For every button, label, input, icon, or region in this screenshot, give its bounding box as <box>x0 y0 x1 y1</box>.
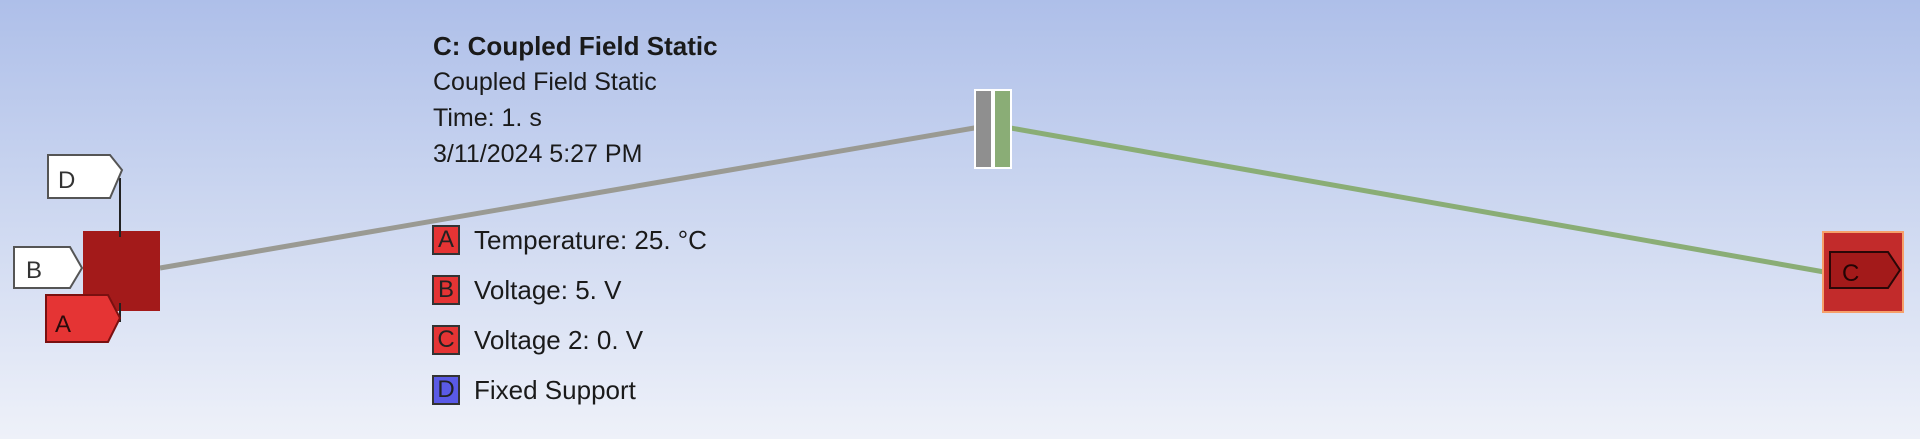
green-line-segment <box>1004 124 1831 276</box>
legend-text-a: Temperature: 25. °C <box>474 224 707 255</box>
legend-badge-d: D <box>432 375 460 405</box>
analysis-date: 3/11/2024 5:27 PM <box>433 140 643 168</box>
gray-line-segment <box>159 124 981 271</box>
tag-d-left[interactable]: D <box>47 154 124 199</box>
legend-badge-c: C <box>432 325 460 355</box>
legend-text-d: Fixed Support <box>474 374 636 405</box>
tag-b-left[interactable]: B <box>13 246 84 289</box>
legend-item-b[interactable]: B Voltage: 5. V <box>432 272 707 308</box>
analysis-type: Coupled Field Static <box>433 68 657 96</box>
legend-badge-b: B <box>432 275 460 305</box>
legend-text-c: Voltage 2: 0. V <box>474 324 644 355</box>
junction-connector[interactable] <box>974 89 1012 169</box>
tag-c-right[interactable]: C <box>1829 251 1902 289</box>
legend-badge-a: A <box>432 225 460 255</box>
legend-item-c[interactable]: C Voltage 2: 0. V <box>432 322 707 358</box>
analysis-time: Time: 1. s <box>433 104 542 132</box>
boundary-condition-legend: A Temperature: 25. °C B Voltage: 5. V C … <box>432 222 707 422</box>
tag-c-right-label: C <box>1842 260 1859 287</box>
legend-text-b: Voltage: 5. V <box>474 274 622 305</box>
analysis-info-block: C: Coupled Field Static Coupled Field St… <box>433 28 718 172</box>
tag-a-left-label: A <box>55 311 71 338</box>
legend-item-d[interactable]: D Fixed Support <box>432 372 707 408</box>
legend-item-a[interactable]: A Temperature: 25. °C <box>432 222 707 258</box>
tag-a-left[interactable]: A <box>45 294 122 343</box>
tag-d-left-label: D <box>58 167 75 194</box>
tag-b-left-label: B <box>26 257 42 284</box>
analysis-title: C: Coupled Field Static <box>433 31 718 61</box>
